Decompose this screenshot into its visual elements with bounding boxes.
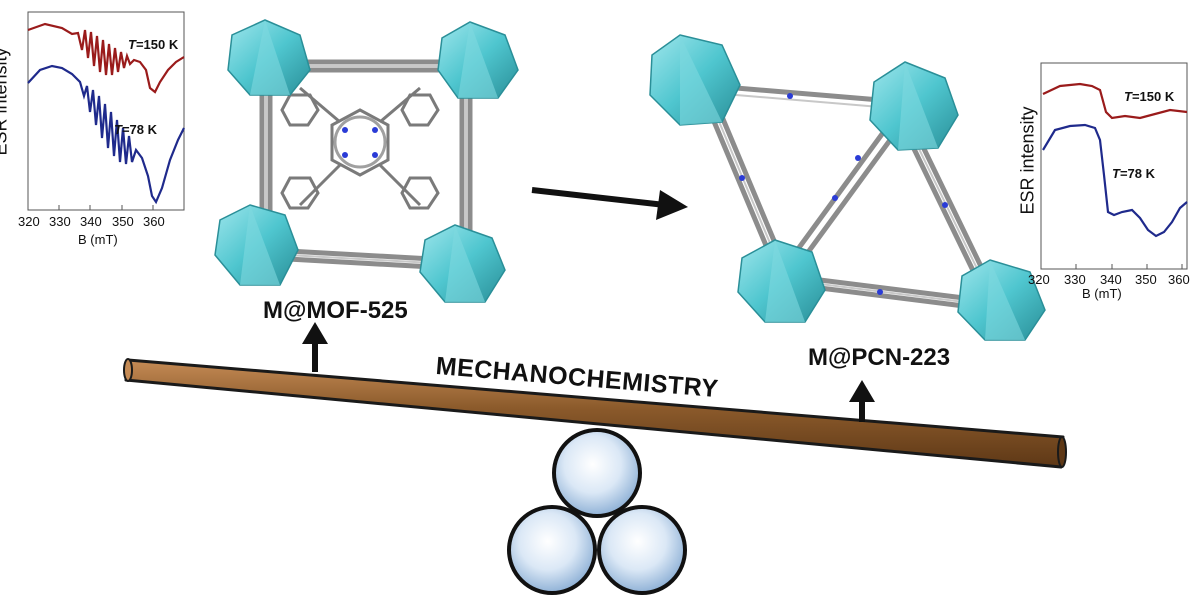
seesaw-plank <box>123 358 1067 469</box>
esr-left-tick: 360 <box>143 214 165 229</box>
ball-top <box>552 428 642 518</box>
series-rest: =78 K <box>121 122 158 137</box>
esr-left-tick: 350 <box>112 214 134 229</box>
series-var: T <box>1124 89 1132 104</box>
right-material-label: M@PCN-223 <box>808 344 951 371</box>
esr-right-tick: 330 <box>1064 272 1086 287</box>
esr-left-trace-150k <box>27 22 185 94</box>
pcn-223-framework <box>649 34 1046 341</box>
porphyrin-linker <box>280 86 440 210</box>
esr-left-xlabel: B (mT) <box>78 232 118 247</box>
zr-cluster-icon <box>737 239 826 323</box>
up-arrow-icon <box>302 322 328 372</box>
esr-right-xlabel: B (mT) <box>1082 286 1122 301</box>
esr-right-ylabel: ESR intensity <box>1017 106 1038 215</box>
pcn-nitrogens <box>739 93 948 295</box>
zr-cluster-icon <box>957 259 1046 341</box>
ball-bottom-left <box>507 505 597 595</box>
zr-cluster-icon <box>419 224 506 303</box>
esr-left-series-label-150k: T=150 K <box>128 37 178 52</box>
right-arrow-icon <box>531 187 688 220</box>
zr-cluster-icon <box>649 34 741 126</box>
porphyrin-nitrogens <box>342 127 378 158</box>
esr-right-tick: 350 <box>1135 272 1157 287</box>
esr-right-series-label-78k: T=78 K <box>1112 166 1155 181</box>
esr-right-trace-150k <box>1042 82 1188 120</box>
esr-left-tick: 340 <box>80 214 102 229</box>
series-rest: =78 K <box>1119 166 1156 181</box>
esr-left-ylabel: ESR intensity <box>0 47 11 156</box>
esr-chart-left <box>27 11 185 211</box>
esr-chart-right-ticks <box>1040 264 1183 269</box>
esr-chart-left-frame <box>27 11 185 211</box>
series-var: T <box>1112 166 1120 181</box>
esr-right-tick: 320 <box>1028 272 1050 287</box>
left-material-label: M@MOF-525 <box>263 297 408 324</box>
esr-right-tick: 360 <box>1168 272 1190 287</box>
series-rest: =150 K <box>1131 89 1175 104</box>
mof-525-linkers <box>259 59 473 271</box>
esr-chart-right-frame <box>1040 62 1188 270</box>
esr-right-tick: 340 <box>1100 272 1122 287</box>
ball-bottom-right <box>597 505 687 595</box>
esr-left-series-label-78k: T=78 K <box>114 122 157 137</box>
esr-left-tick: 320 <box>18 214 40 229</box>
up-arrow-icon <box>849 380 875 422</box>
esr-right-series-label-150k: T=150 K <box>1124 89 1174 104</box>
zr-cluster-icon <box>214 204 299 286</box>
esr-left-trace-78k <box>27 64 185 205</box>
zr-cluster-icon <box>227 19 311 96</box>
esr-right-trace-78k <box>1042 123 1188 238</box>
esr-chart-right <box>1040 62 1188 270</box>
esr-chart-left-ticks <box>27 205 154 210</box>
series-var: T <box>114 122 122 137</box>
zr-cluster-icon <box>869 61 959 151</box>
zr-cluster-icon <box>437 21 519 99</box>
mof-525-framework <box>214 19 519 303</box>
esr-left-tick: 330 <box>49 214 71 229</box>
series-rest: =150 K <box>135 37 179 52</box>
series-var: T <box>128 37 136 52</box>
milling-balls-icon <box>507 428 687 595</box>
